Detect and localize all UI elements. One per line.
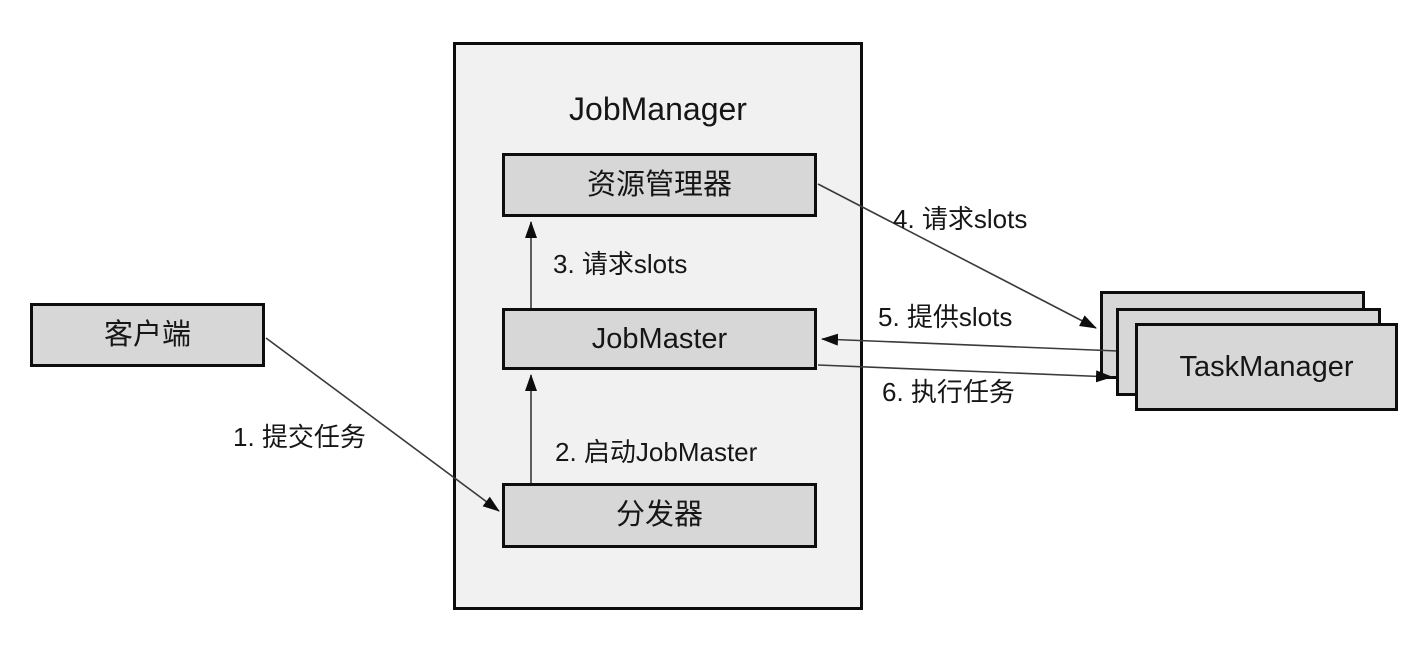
node-client: 客户端 xyxy=(30,303,265,367)
node-client-label: 客户端 xyxy=(103,318,191,351)
node-dispatcher: 分发器 xyxy=(502,483,817,548)
node-job-master: JobMaster xyxy=(502,308,817,370)
jobmanager-container-title: JobManager xyxy=(569,91,747,127)
node-resource-manager: 资源管理器 xyxy=(502,153,817,217)
node-resource-manager-label: 资源管理器 xyxy=(586,168,732,201)
edge-label-execute-task: 6. 执行任务 xyxy=(882,377,1015,407)
edge-label-start-jobmaster: 2. 启动JobMaster xyxy=(555,437,758,467)
edge-label-submit-task: 1. 提交任务 xyxy=(233,422,366,452)
edge-label-request-slots-external: 4. 请求slots xyxy=(893,204,1028,234)
node-job-master-label: JobMaster xyxy=(591,322,728,355)
edge-line-offer-slots xyxy=(821,333,1119,352)
edge-label-request-slots-internal: 3. 请求slots xyxy=(553,249,688,279)
node-dispatcher-label: 分发器 xyxy=(615,499,703,531)
edge-label-offer-slots: 5. 提供slots xyxy=(878,302,1013,332)
node-task-manager-label: TaskManager xyxy=(1179,350,1354,383)
node-task-manager: TaskManager xyxy=(1135,323,1398,411)
